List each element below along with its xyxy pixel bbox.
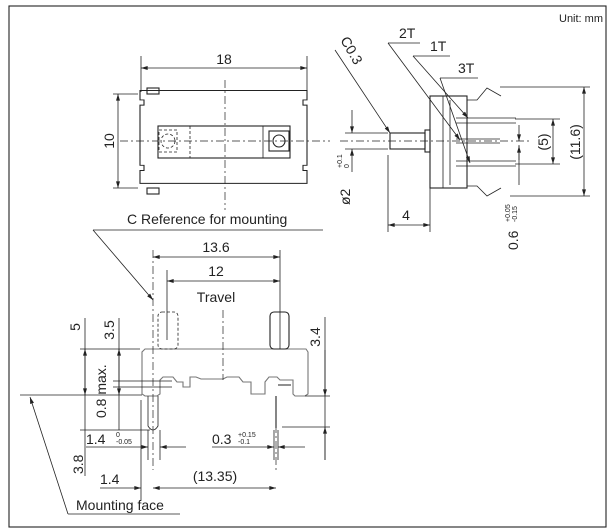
travel-12-dim: 12 (208, 263, 224, 279)
unit-label: Unit: mm (559, 13, 603, 25)
travel-label: Travel (197, 289, 235, 305)
overall-height-dim: (11.6) (567, 124, 583, 160)
width-dim-18: 18 (216, 51, 232, 67)
shaft-diameter-dim: ø2 (337, 188, 353, 205)
dim-13-35: (13.35) (193, 468, 237, 484)
dim-0-3-tol-upper: +0.15 (238, 432, 256, 439)
height-dim-10: 10 (101, 133, 117, 149)
pin-pitch-dim: (5) (535, 133, 551, 150)
drawing-frame (8, 5, 607, 528)
dim-5: 5 (67, 323, 83, 331)
terminal-3t-label: 3T (458, 60, 475, 76)
dim-0-8-max: 0.8 max. (93, 364, 109, 418)
terminal-1t-label: 1T (430, 38, 447, 54)
dim-3-4: 3.4 (307, 327, 323, 347)
dim-1-4-tol-lower: -0.05 (116, 439, 132, 446)
chamfer-label: C0.3 (337, 34, 366, 68)
shaft-dia-tol-upper: +0.1 (337, 154, 344, 168)
terminal-2t-label: 2T (399, 25, 416, 41)
svg-text:0: 0 (344, 164, 351, 168)
pin-width-tol-lower: -0.15 (512, 206, 519, 222)
svg-text:+0.1: +0.1 (337, 154, 344, 168)
top-view: 18 10 (101, 51, 330, 210)
dim-0-3-tol-lower: -0.1 (238, 439, 250, 446)
reference-label: C Reference for mounting (127, 211, 287, 227)
dim-1-4-tol-upper: 0 (116, 432, 120, 439)
shaft-length-dim: 4 (402, 207, 410, 223)
shaft-dia-tol-lower: 0 (344, 164, 351, 168)
width-13-6-dim: 13.6 (202, 239, 229, 255)
dim-1-4-tol: 1.4 (86, 431, 106, 447)
dim-3-8: 3.8 (70, 454, 86, 474)
side-view: 4 ø2 +0.1 0 C0.3 2T 1T 3T (5) (11.6) 0.6… (334, 25, 590, 250)
pin-width-tol-upper: +0.05 (505, 204, 512, 222)
dim-0-3: 0.3 (212, 431, 232, 447)
dim-3-5: 3.5 (101, 320, 117, 340)
dim-1-4: 1.4 (100, 471, 120, 487)
front-view: C Reference for mounting 13.6 12 Travel … (20, 211, 330, 515)
pin-width-dim: 0.6 (505, 230, 521, 250)
mounting-face-label: Mounting face (76, 497, 164, 513)
